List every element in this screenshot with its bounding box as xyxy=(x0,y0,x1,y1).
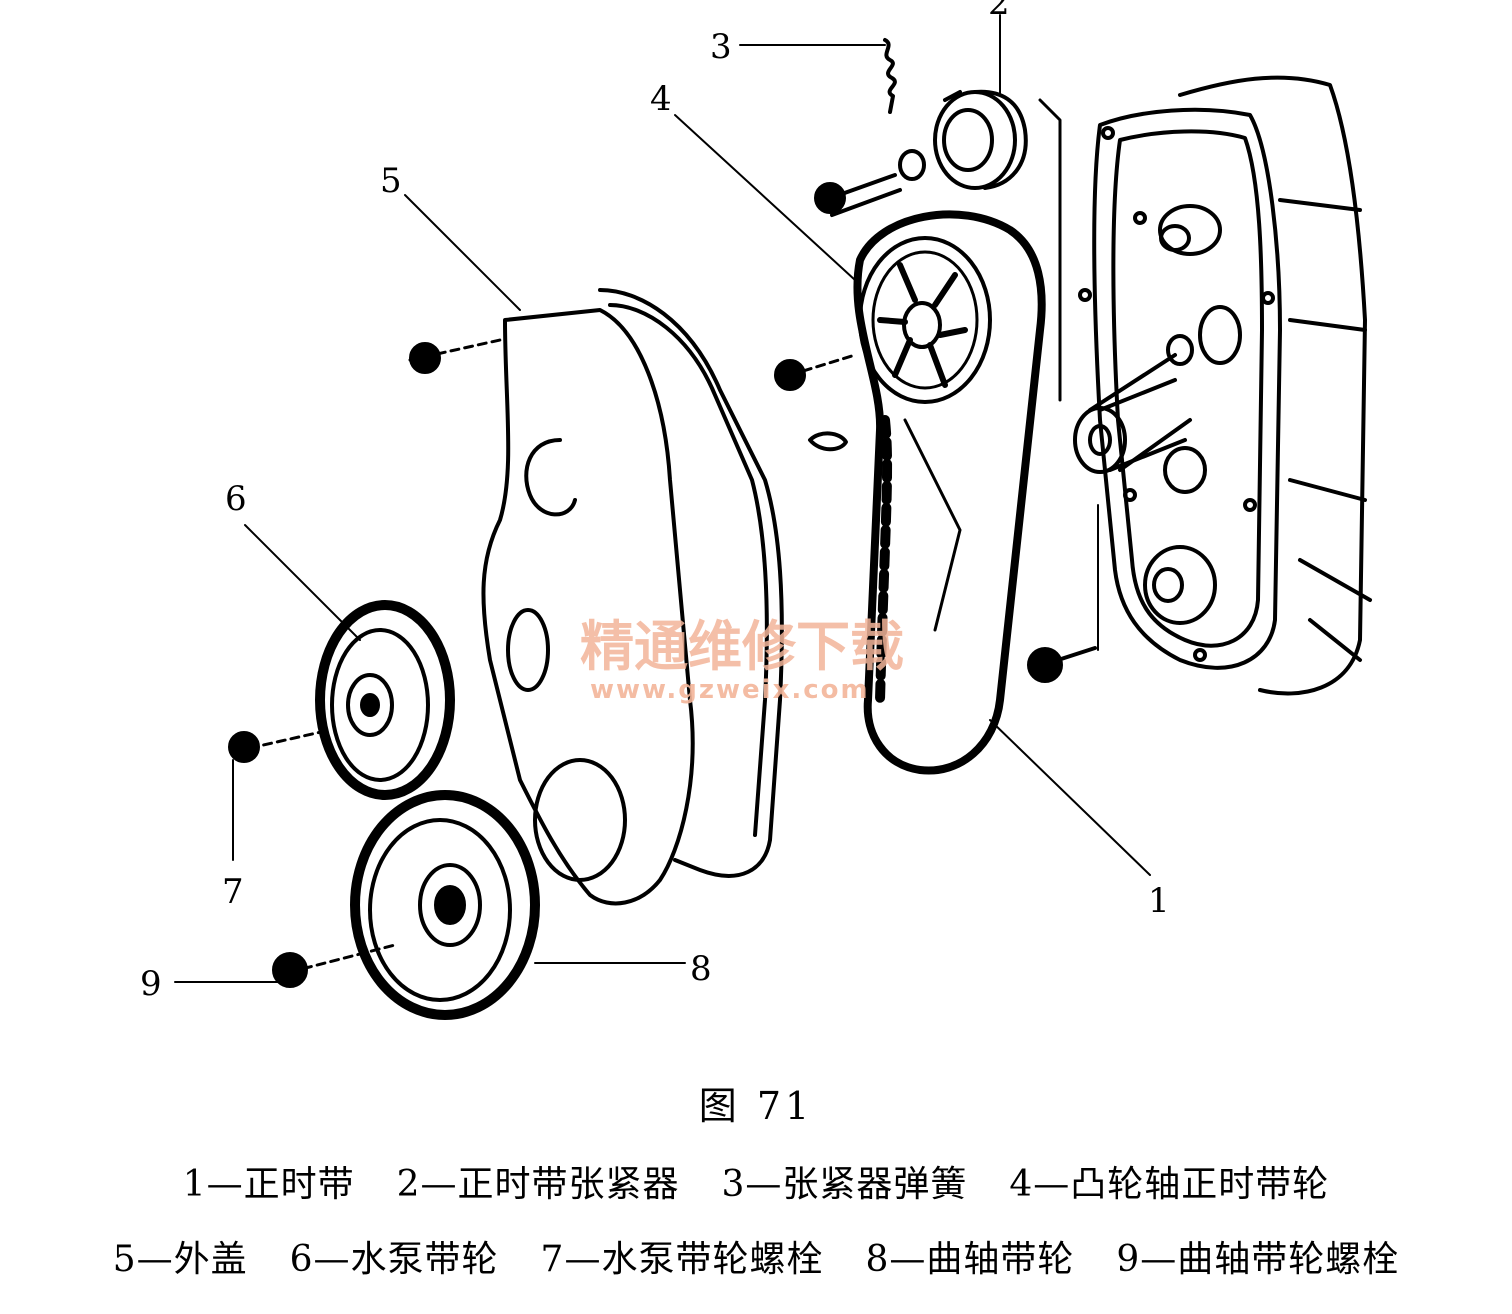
callout-4: 4 xyxy=(650,79,672,119)
watermark-title: 精通维修下载 xyxy=(580,615,904,678)
callout-8: 8 xyxy=(690,949,712,989)
legend-item-7: 7—水泵带轮螺栓 xyxy=(540,1239,824,1280)
callout-9: 9 xyxy=(140,964,162,1004)
callout-1: 1 xyxy=(1148,881,1170,921)
callout-7: 7 xyxy=(222,872,244,912)
timing-belt xyxy=(853,210,1046,775)
legend-item-5: 5—外盖 xyxy=(112,1239,248,1280)
legend-item-3: 3—张紧器弹簧 xyxy=(721,1164,968,1205)
legend-item-1: 1—正时带 xyxy=(182,1164,355,1205)
callout-2: 2 xyxy=(988,0,1010,23)
legend-item-2: 2—正时带张紧器 xyxy=(396,1164,680,1205)
figure-caption: 图 71 xyxy=(698,1084,814,1128)
tensioner-spring xyxy=(883,38,897,114)
water-pump-pulley xyxy=(228,600,455,800)
timing-belt-tensioner xyxy=(814,89,1028,217)
outer-cover xyxy=(408,288,784,906)
legend-row: 5—外盖 6—水泵带轮 7—水泵带轮螺栓 8—曲轴带轮 9—曲轴带轮螺栓 xyxy=(0,1230,1512,1282)
exploded-view-diagram: 3 2 4 5 6 7 9 8 1 精通维修下载 www.gzweix.com xyxy=(140,0,1372,1020)
legend-row: 1—正时带 2—正时带张紧器 3—张紧器弹簧 4—凸轮轴正时带轮 xyxy=(0,1155,1512,1207)
engine-block xyxy=(1038,75,1372,696)
legend-item-4: 4—凸轮轴正时带轮 xyxy=(1009,1164,1330,1205)
legend-item-6: 6—水泵带轮 xyxy=(289,1239,499,1280)
crankshaft-pulley xyxy=(272,790,540,1020)
callout-3: 3 xyxy=(710,27,732,67)
legend-item-9: 9—曲轴带轮螺栓 xyxy=(1116,1239,1400,1280)
camshaft-pulley xyxy=(774,236,992,452)
watermark-url: www.gzweix.com xyxy=(590,675,870,705)
legend-item-8: 8—曲轴带轮 xyxy=(865,1239,1075,1280)
callout-6: 6 xyxy=(225,479,247,519)
callout-5: 5 xyxy=(380,161,402,201)
